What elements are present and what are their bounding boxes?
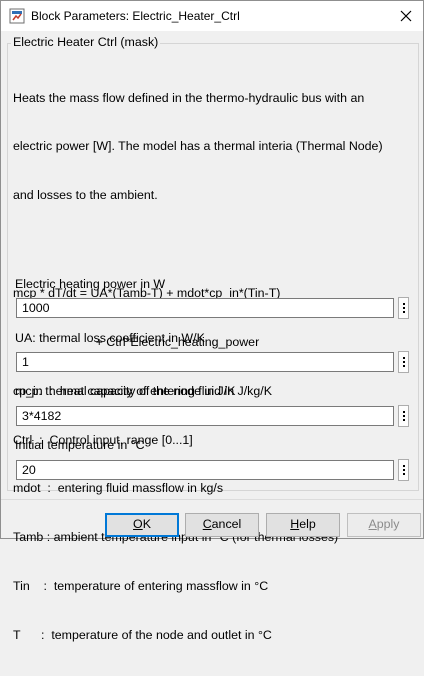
help-access-key: H bbox=[290, 517, 300, 531]
description-line: + Ctrl*Electric_heating_power bbox=[13, 334, 260, 349]
ok-button[interactable]: OK bbox=[105, 513, 179, 537]
description-line: Ctrl : Control input, range [0...1] bbox=[13, 432, 193, 447]
description-line: Heats the mass flow defined in the therm… bbox=[13, 90, 365, 105]
cancel-access-key: C bbox=[202, 517, 212, 531]
mcp-menu-button[interactable] bbox=[398, 405, 409, 427]
close-icon bbox=[400, 10, 412, 22]
description-line: T : temperature of the node and outlet i… bbox=[13, 628, 272, 643]
vertical-ellipsis-icon bbox=[402, 465, 405, 475]
ok-label-rest: K bbox=[142, 517, 151, 531]
mcp-input[interactable]: 3*4182 bbox=[16, 406, 394, 426]
electric-power-input[interactable]: 1000 bbox=[16, 298, 394, 318]
vertical-ellipsis-icon bbox=[402, 411, 405, 421]
window-title: Block Parameters: Electric_Heater_Ctrl bbox=[31, 9, 240, 23]
cancel-button[interactable]: Cancel bbox=[185, 513, 259, 537]
help-label-rest: elp bbox=[299, 517, 316, 531]
apply-label-rest: pply bbox=[376, 517, 400, 531]
description-line bbox=[13, 236, 413, 252]
electric-power-label: Electric heating power in W bbox=[15, 277, 166, 291]
initial-temperature-menu-button[interactable] bbox=[398, 459, 409, 481]
dialog-window: Block Parameters: Electric_Heater_Ctrl E… bbox=[0, 0, 424, 642]
cancel-label-rest: ancel bbox=[211, 517, 242, 531]
description-line: Tin : temperature of entering massflow i… bbox=[13, 579, 269, 594]
apply-access-key: A bbox=[368, 517, 377, 531]
description-line: cp_in : heat capacity of entering fluid … bbox=[13, 383, 272, 398]
ua-menu-button[interactable] bbox=[398, 351, 409, 373]
mask-group-label: Electric Heater Ctrl (mask) bbox=[11, 35, 161, 49]
button-bar-divider bbox=[1, 499, 423, 500]
apply-button[interactable]: Apply bbox=[347, 513, 421, 537]
title-bar: Block Parameters: Electric_Heater_Ctrl bbox=[1, 1, 423, 31]
initial-temperature-label: Initial temperature in °C bbox=[15, 438, 145, 452]
vertical-ellipsis-icon bbox=[402, 357, 405, 367]
close-button[interactable] bbox=[389, 1, 423, 31]
mask-group-box bbox=[7, 43, 419, 491]
simulink-block-icon bbox=[9, 8, 25, 24]
help-button[interactable]: Help bbox=[266, 513, 340, 537]
ua-input[interactable]: 1 bbox=[16, 352, 394, 372]
ua-label: UA: thermal loss coefficient in W/K bbox=[15, 331, 205, 345]
electric-power-menu-button[interactable] bbox=[398, 297, 409, 319]
initial-temperature-input[interactable]: 20 bbox=[16, 460, 394, 480]
description-line: electric power [W]. The model has a ther… bbox=[13, 139, 383, 154]
description-line: and losses to the ambient. bbox=[13, 188, 158, 203]
description-line: mcp * dT/dt = UA*(Tamb-T) + mdot*cp_in*(… bbox=[13, 285, 281, 300]
description-line: mdot : entering fluid massflow in kg/s bbox=[13, 481, 224, 496]
vertical-ellipsis-icon bbox=[402, 303, 405, 313]
mcp-label: mcp: thermal capacity of the node in J/K bbox=[15, 384, 236, 398]
ok-access-key: O bbox=[133, 517, 143, 531]
